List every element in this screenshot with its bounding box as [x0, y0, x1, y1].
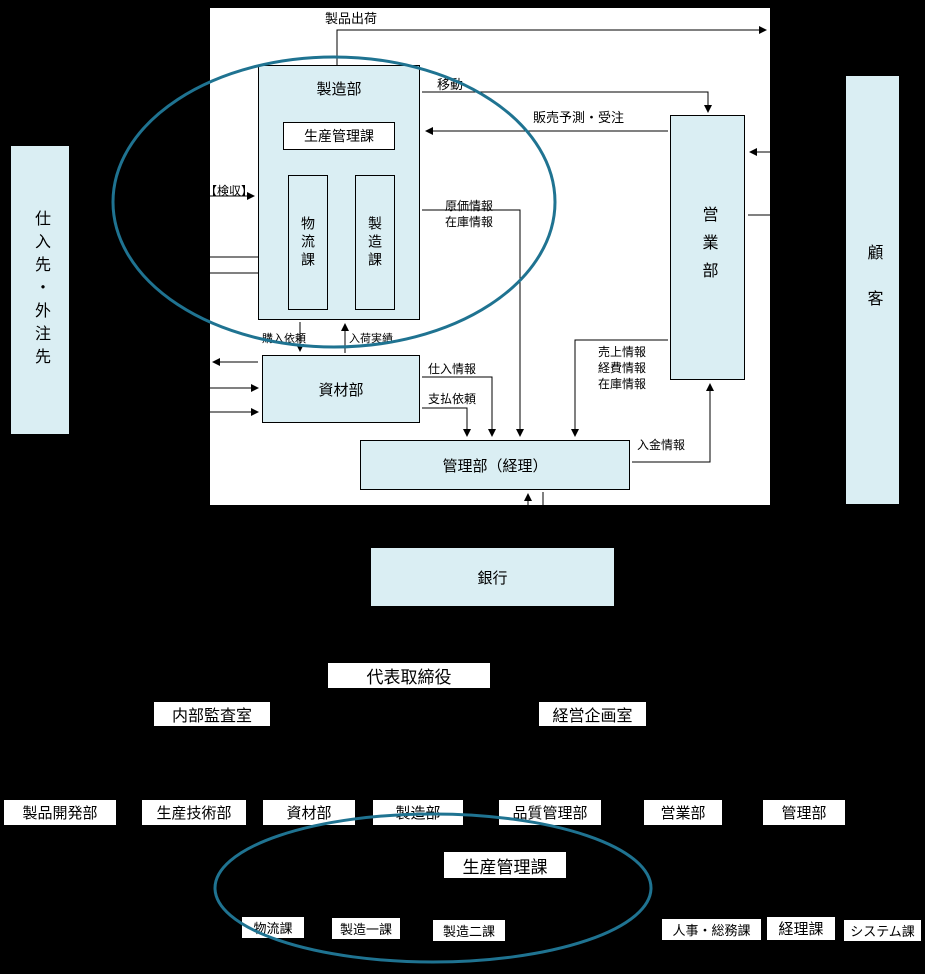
- admin-dept-box: 管理部（経理）: [360, 440, 630, 490]
- org-section-accounting: 経理課: [767, 917, 835, 940]
- production-control-box: 生産管理課: [283, 122, 395, 150]
- label-arrival-results: 入荷実績: [349, 333, 393, 345]
- org-section-logistics: 物流課: [242, 917, 304, 938]
- label-sales-forecast-order: 販売予測・受注: [533, 110, 625, 125]
- manufacturing-dept-label: 製造部: [316, 81, 362, 98]
- label-sales-info: 売上情報: [598, 345, 647, 359]
- org-section-manufacturing-1: 製造一課: [332, 918, 400, 939]
- materials-dept-box: 資材部: [262, 355, 420, 423]
- label-expense-info: 経費情報: [598, 361, 647, 375]
- org-dept-sales: 営業部: [644, 800, 722, 825]
- org-production-control-box: 生産管理課: [444, 852, 566, 878]
- label-purchase-info: 仕入情報: [428, 362, 477, 376]
- label-deposit-info: 入金情報: [637, 438, 686, 452]
- org-planning-office-box: 経営企画室: [539, 702, 646, 726]
- label-inventory-info: 在庫情報: [445, 215, 494, 229]
- org-dept-materials: 資材部: [263, 800, 355, 825]
- label-inspection: 【検収】: [205, 184, 254, 198]
- logistics-section-box: 物流課: [288, 175, 328, 310]
- org-dept-product-development: 製品開発部: [4, 800, 116, 825]
- label-purchase-request: 購入依頼: [262, 333, 306, 345]
- manufacturing-dept-box: 製造部: [258, 65, 420, 320]
- org-section-manufacturing-2: 製造二課: [433, 920, 505, 941]
- customer-box: 顧客: [845, 75, 900, 505]
- label-product-shipping: 製品出荷: [325, 11, 378, 26]
- label-cost-info: 原価情報: [445, 199, 494, 213]
- org-section-systems: システム課: [844, 920, 921, 941]
- org-ceo-box: 代表取締役: [328, 663, 490, 688]
- org-dept-manufacturing: 製造部: [373, 800, 463, 825]
- org-section-hr-general-affairs: 人事・総務課: [662, 919, 761, 940]
- sales-dept-box: 営業部: [670, 115, 745, 380]
- org-dept-production-engineering: 生産技術部: [142, 800, 246, 825]
- supplier-box: 仕入先・外注先: [10, 145, 70, 435]
- org-dept-admin: 管理部: [763, 800, 845, 825]
- label-payment-request: 支払依頼: [428, 392, 477, 406]
- label-inventory-info-2: 在庫情報: [598, 377, 647, 391]
- label-move: 移動: [437, 77, 464, 92]
- org-audit-office-box: 内部監査室: [154, 702, 270, 726]
- manufacturing-section-box: 製造課: [355, 175, 395, 310]
- org-dept-quality-control: 品質管理部: [499, 800, 601, 825]
- bank-box: 銀行: [370, 547, 615, 607]
